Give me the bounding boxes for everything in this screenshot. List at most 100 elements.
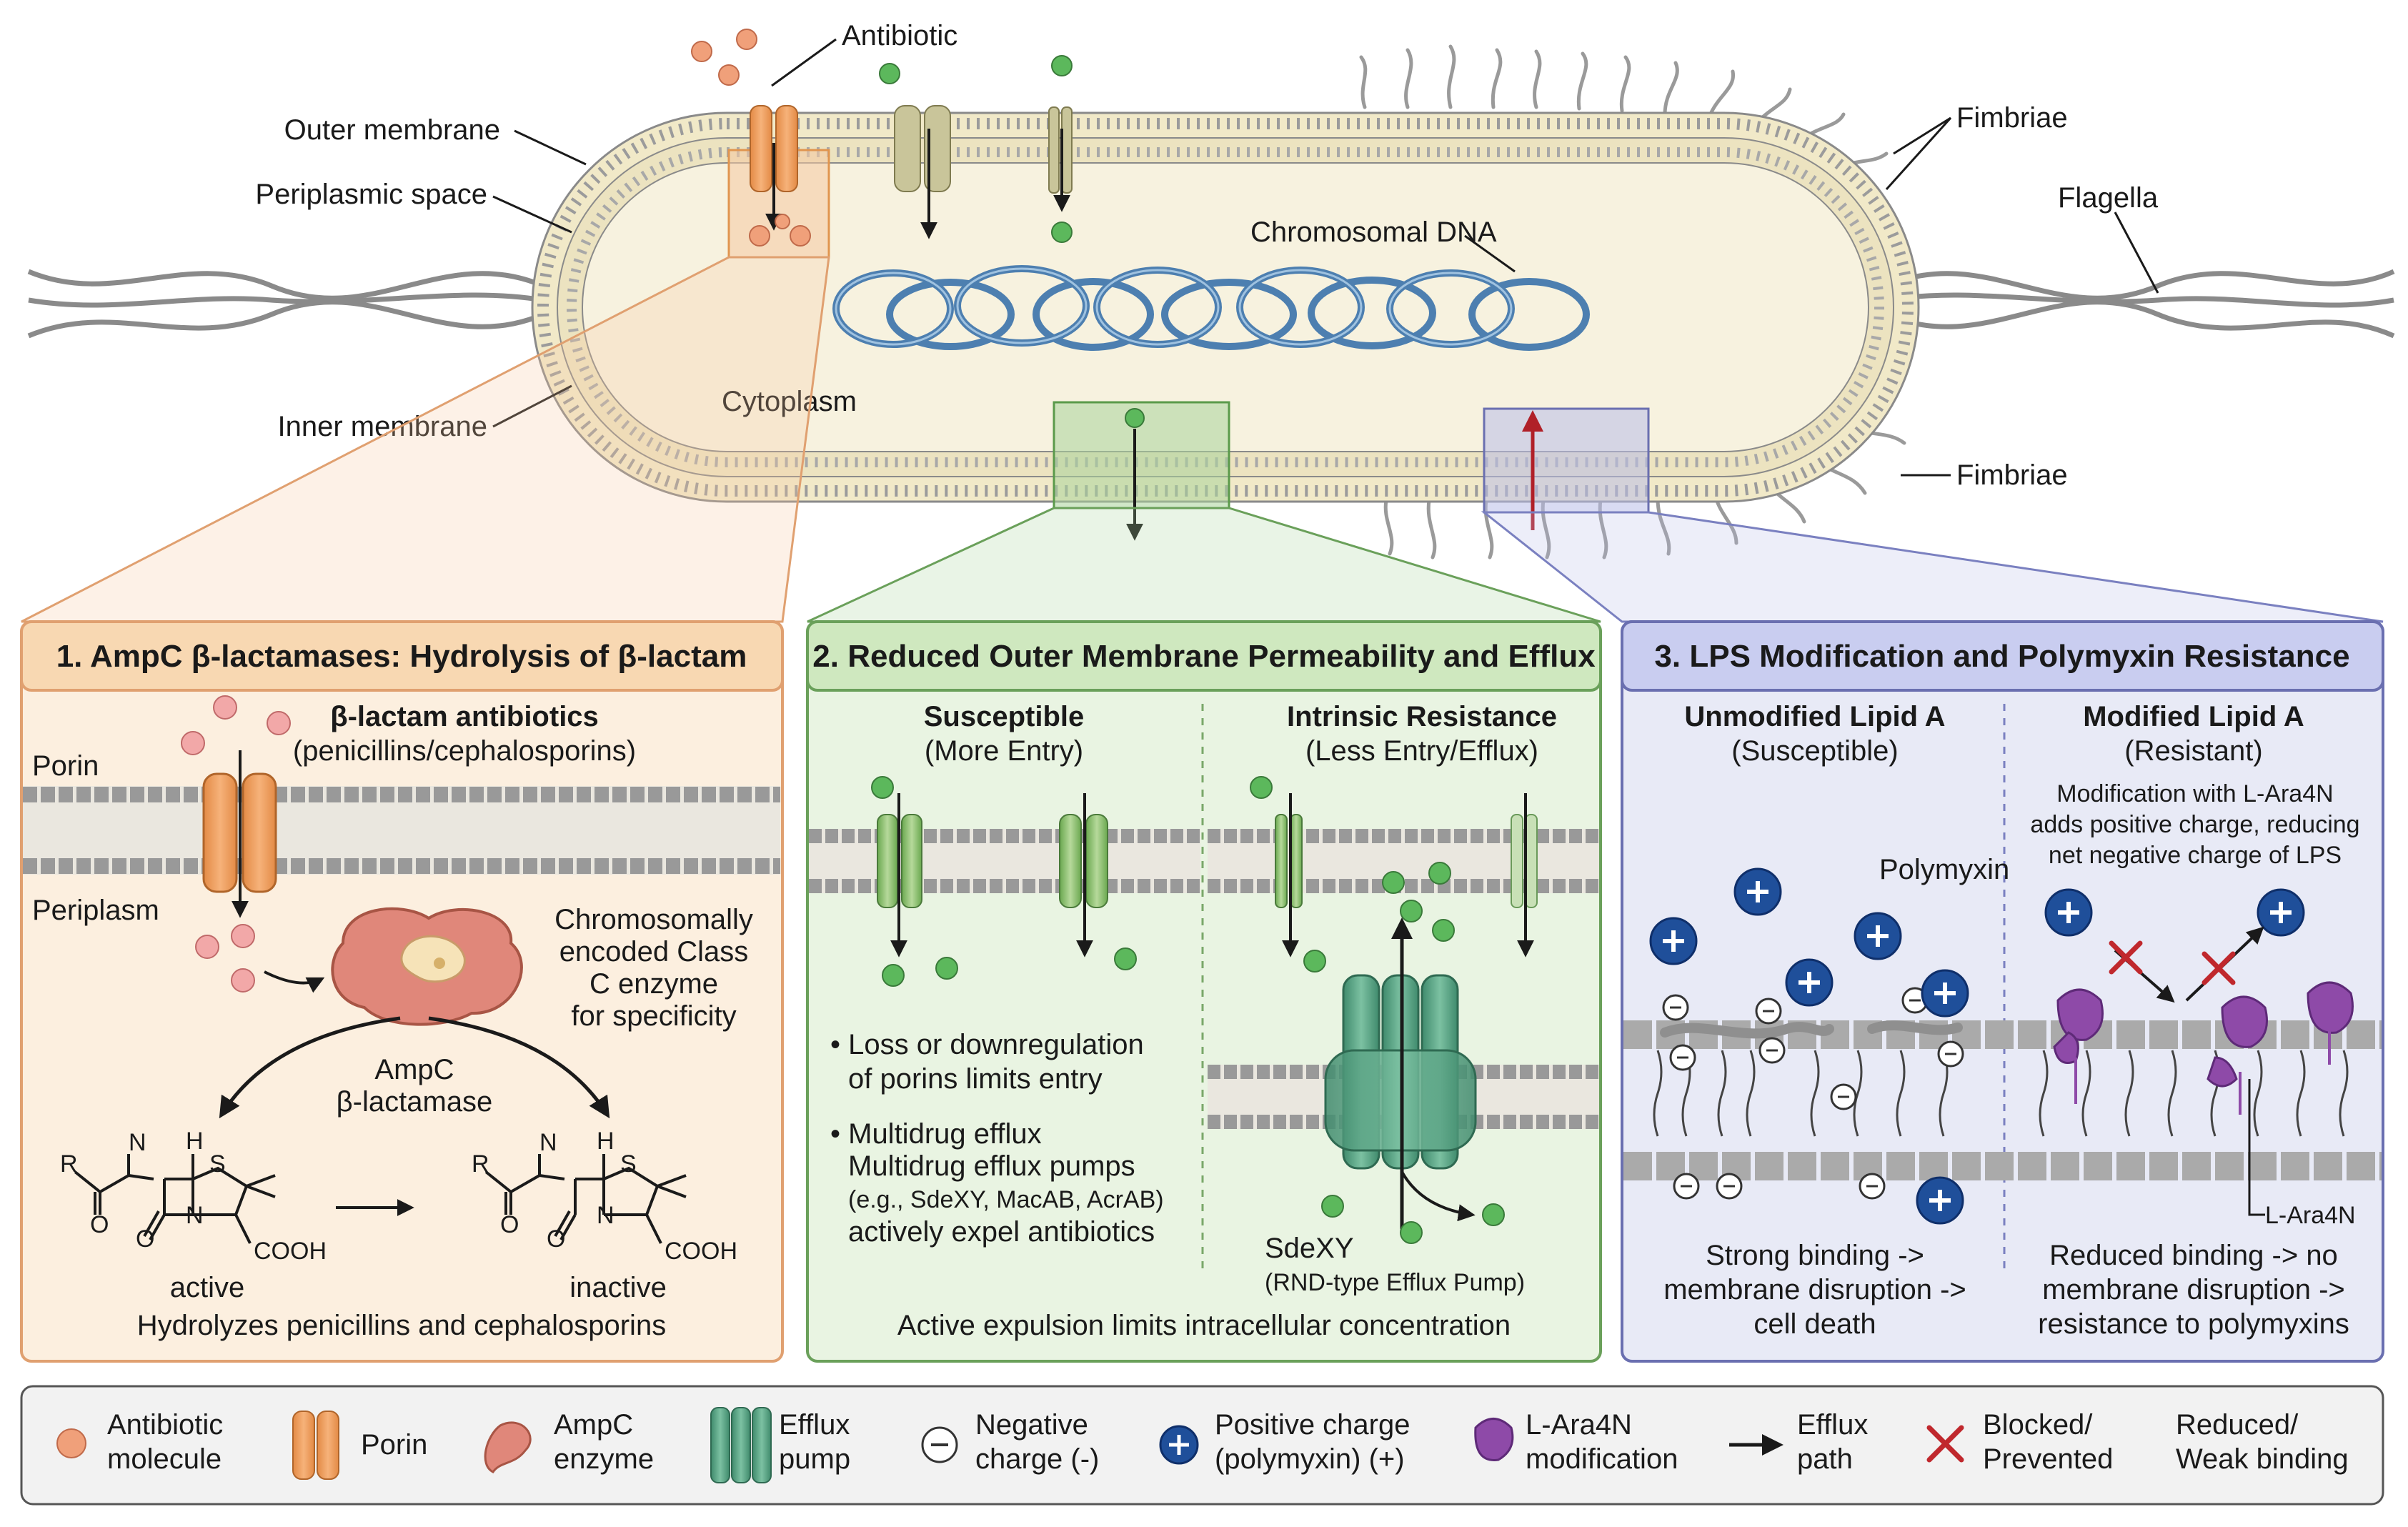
legend-ampc-1: AmpC (554, 1409, 633, 1441)
legend-porin-icon (292, 1411, 339, 1480)
panel-efflux: 2. Reduced Outer Membrane Permeability a… (806, 620, 1602, 1363)
panel1-enzyme-desc-2: encoded Class (559, 936, 749, 968)
chem-h-1: H (186, 1128, 204, 1155)
legend-efflux-1: Efflux (779, 1409, 850, 1441)
bacterial-cell: Antibiotic Outer membrane Periplasmic sp… (27, 20, 2395, 559)
legend-antibiotic-1: Antibiotic (107, 1409, 223, 1441)
legend-blocked-icon (1926, 1425, 1964, 1463)
label-flagella: Flagella (2058, 182, 2159, 214)
legend-porin: Porin (361, 1429, 427, 1461)
panel2-bullet1-line1: • Loss or downregulation (830, 1029, 1144, 1060)
chem-n-2b: N (597, 1202, 615, 1229)
panel2-title: 2. Reduced Outer Membrane Permeability a… (812, 639, 1596, 674)
chem-o-1a: O (90, 1211, 109, 1238)
panel3-mod-desc-3: net negative charge of LPS (2049, 842, 2342, 869)
panel1-enzyme-name-2: β-lactamase (337, 1086, 493, 1118)
panel1-porin (202, 772, 277, 893)
chem-r-1: R (60, 1150, 78, 1178)
panel2-more-entry: (More Entry) (925, 735, 1083, 767)
legend-ara-icon (1474, 1418, 1514, 1461)
legend-negative-1: Negative (975, 1409, 1088, 1441)
panel3-mod-sub: (Resistant) (2124, 735, 2262, 767)
chem-cooh-2: COOH (665, 1238, 737, 1265)
legend-negative-2: charge (-) (975, 1443, 1099, 1475)
chem-cooh-1: COOH (254, 1238, 327, 1265)
panel3-unmod-sub: (Susceptible) (1731, 735, 1898, 767)
panel2-bullet2-line1: • Multidrug efflux (830, 1118, 1042, 1150)
beta-lactam-inactive (484, 1154, 687, 1244)
fimbriae (1359, 44, 1906, 559)
label-cytoplasm: Cytoplasm (722, 386, 857, 417)
chem-n-2a: N (539, 1129, 557, 1156)
panel3-mod-desc-2: adds positive charge, reducing (2030, 811, 2359, 838)
chem-n-1a: N (129, 1129, 146, 1156)
legend-antibiotic-icon (56, 1428, 86, 1458)
panel1-footer: Hydrolyzes penicillins and cephalosporin… (137, 1310, 666, 1341)
chem-s-2: S (620, 1150, 637, 1178)
blocked-marks (2109, 940, 2236, 985)
panel3-footer-left-2: membrane disruption -> (1663, 1274, 1966, 1305)
panel-ampc: 1. AmpC β-lactamases: Hydrolysis of β-la… (20, 620, 784, 1363)
panel2-bullet2-line3: (e.g., SdeXY, MacAB, AcrAB) (848, 1186, 1164, 1213)
panel1-enzyme-desc-3: C enzyme (589, 968, 718, 1000)
beta-lactam-active (74, 1154, 276, 1244)
panel1-periplasm-label: Periplasm (32, 895, 159, 926)
legend-ara-1: L-Ara4N (1526, 1409, 1632, 1441)
label-outer-membrane: Outer membrane (284, 114, 500, 146)
envelope-porin (750, 105, 798, 192)
chem-n-1b: N (186, 1202, 204, 1229)
panel2-intrinsic: Intrinsic Resistance (1287, 701, 1557, 732)
legend-ampc-2: enzyme (554, 1443, 654, 1475)
panel3-unmod: Unmodified Lipid A (1684, 701, 1945, 732)
legend-positive-2: (polymyxin) (+) (1215, 1443, 1405, 1475)
panel1-porin-label: Porin (32, 750, 99, 782)
chem-o-2a: O (500, 1211, 519, 1238)
legend-antibiotic-2: molecule (107, 1443, 222, 1475)
legend-blocked-1: Blocked/ (1983, 1409, 2093, 1441)
label-fimbriae-bottom: Fimbriae (1956, 459, 2068, 491)
panel-lps: 3. LPS Modification and Polymyxin Resist… (1621, 620, 2384, 1363)
panel3-footer-right-3: resistance to polymyxins (2038, 1308, 2349, 1340)
panel2-footer: Active expulsion limits intracellular co… (897, 1310, 1511, 1341)
lps-highlight-box (1483, 407, 1650, 514)
legend-reduced-1: Reduced/ (2176, 1409, 2299, 1441)
panel3-ara-label: L-Ara4N (2265, 1202, 2356, 1229)
panel3-footer-right-1: Reduced binding -> no (2049, 1240, 2338, 1271)
panel1-enzyme-desc-1: Chromosomally (554, 904, 753, 935)
ampc-enzyme (331, 907, 523, 1026)
flagella-left (27, 269, 544, 339)
label-fimbriae-top: Fimbriae (1956, 102, 2068, 134)
resistant-porins (1275, 814, 1538, 908)
panel3-footer-right-2: membrane disruption -> (2042, 1274, 2345, 1305)
chem-o-1b: O (136, 1225, 154, 1253)
panel1-active-label: active (170, 1272, 245, 1303)
chem-o-2b: O (547, 1225, 565, 1253)
panel2-bullet2-line4: actively expel antibiotics (848, 1216, 1155, 1248)
panel3-mod: Modified Lipid A (2083, 701, 2304, 732)
chem-h-2: H (597, 1128, 615, 1155)
panel1-membrane (23, 786, 780, 875)
legend: Antibiotic molecule Porin AmpC enzyme Ef… (20, 1385, 2384, 1506)
panel3-polymyxin: Polymyxin (1879, 854, 2009, 885)
panel3-footer-left-1: Strong binding -> (1706, 1240, 1924, 1271)
panel2-pump-name: SdeXY (1265, 1233, 1354, 1264)
chem-s-1: S (209, 1150, 226, 1178)
legend-blocked-2: Prevented (1983, 1443, 2113, 1475)
panel2-bullet2-line2: Multidrug efflux pumps (848, 1150, 1135, 1182)
panel3-mod-desc-1: Modification with L-Ara4N (2056, 780, 2333, 807)
envelope-channel (879, 55, 1073, 243)
chem-r-2: R (472, 1150, 489, 1178)
panel1-antibiotics-sub: (penicillins/cephalosporins) (293, 735, 636, 767)
legend-positive-icon (1159, 1425, 1199, 1465)
legend-ampc-icon (484, 1421, 532, 1473)
flagella-right (1885, 269, 2395, 339)
legend-positive-1: Positive charge (1215, 1409, 1410, 1441)
panel2-susceptible: Susceptible (924, 701, 1085, 732)
panel1-antibiotics-title: β-lactam antibiotics (330, 701, 599, 732)
panel1-title: 1. AmpC β-lactamases: Hydrolysis of β-la… (56, 639, 747, 674)
label-inner-membrane: Inner membrane (278, 411, 487, 442)
legend-efflux-icon (710, 1407, 772, 1483)
negative-charges (1662, 987, 1964, 1200)
